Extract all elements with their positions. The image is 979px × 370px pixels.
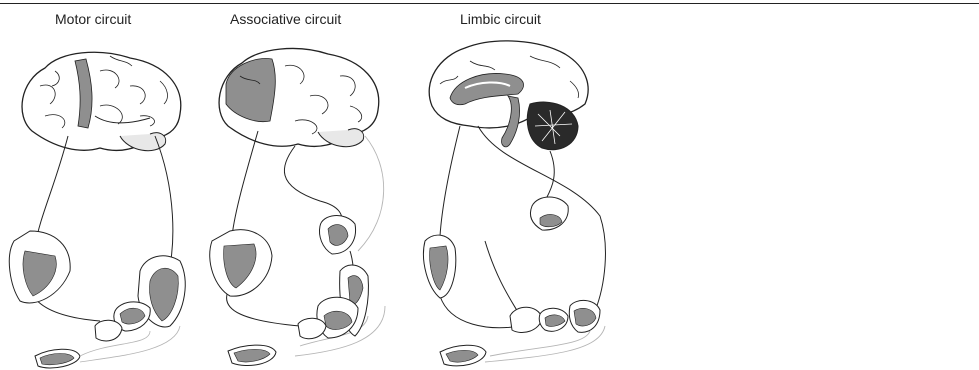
- top-rule: [0, 3, 979, 4]
- motor-circuit-title: Motor circuit: [55, 11, 131, 27]
- associative-circuit-title: Associative circuit: [230, 11, 341, 27]
- motor-circuit-panel: [0, 26, 200, 370]
- limbic-nuclei: [423, 197, 600, 366]
- associative-circuit-panel: [200, 26, 410, 370]
- brain-lateral-icon: [22, 52, 181, 150]
- limbic-pathway-lines: [440, 126, 605, 328]
- motor-nuclei: [9, 231, 185, 368]
- brain-midsagittal-icon: [429, 41, 588, 150]
- associative-nuclei: [210, 216, 369, 366]
- limbic-circuit-title: Limbic circuit: [460, 11, 541, 27]
- limbic-circuit-panel: [410, 26, 620, 370]
- brain-lateral-icon: [219, 48, 379, 146]
